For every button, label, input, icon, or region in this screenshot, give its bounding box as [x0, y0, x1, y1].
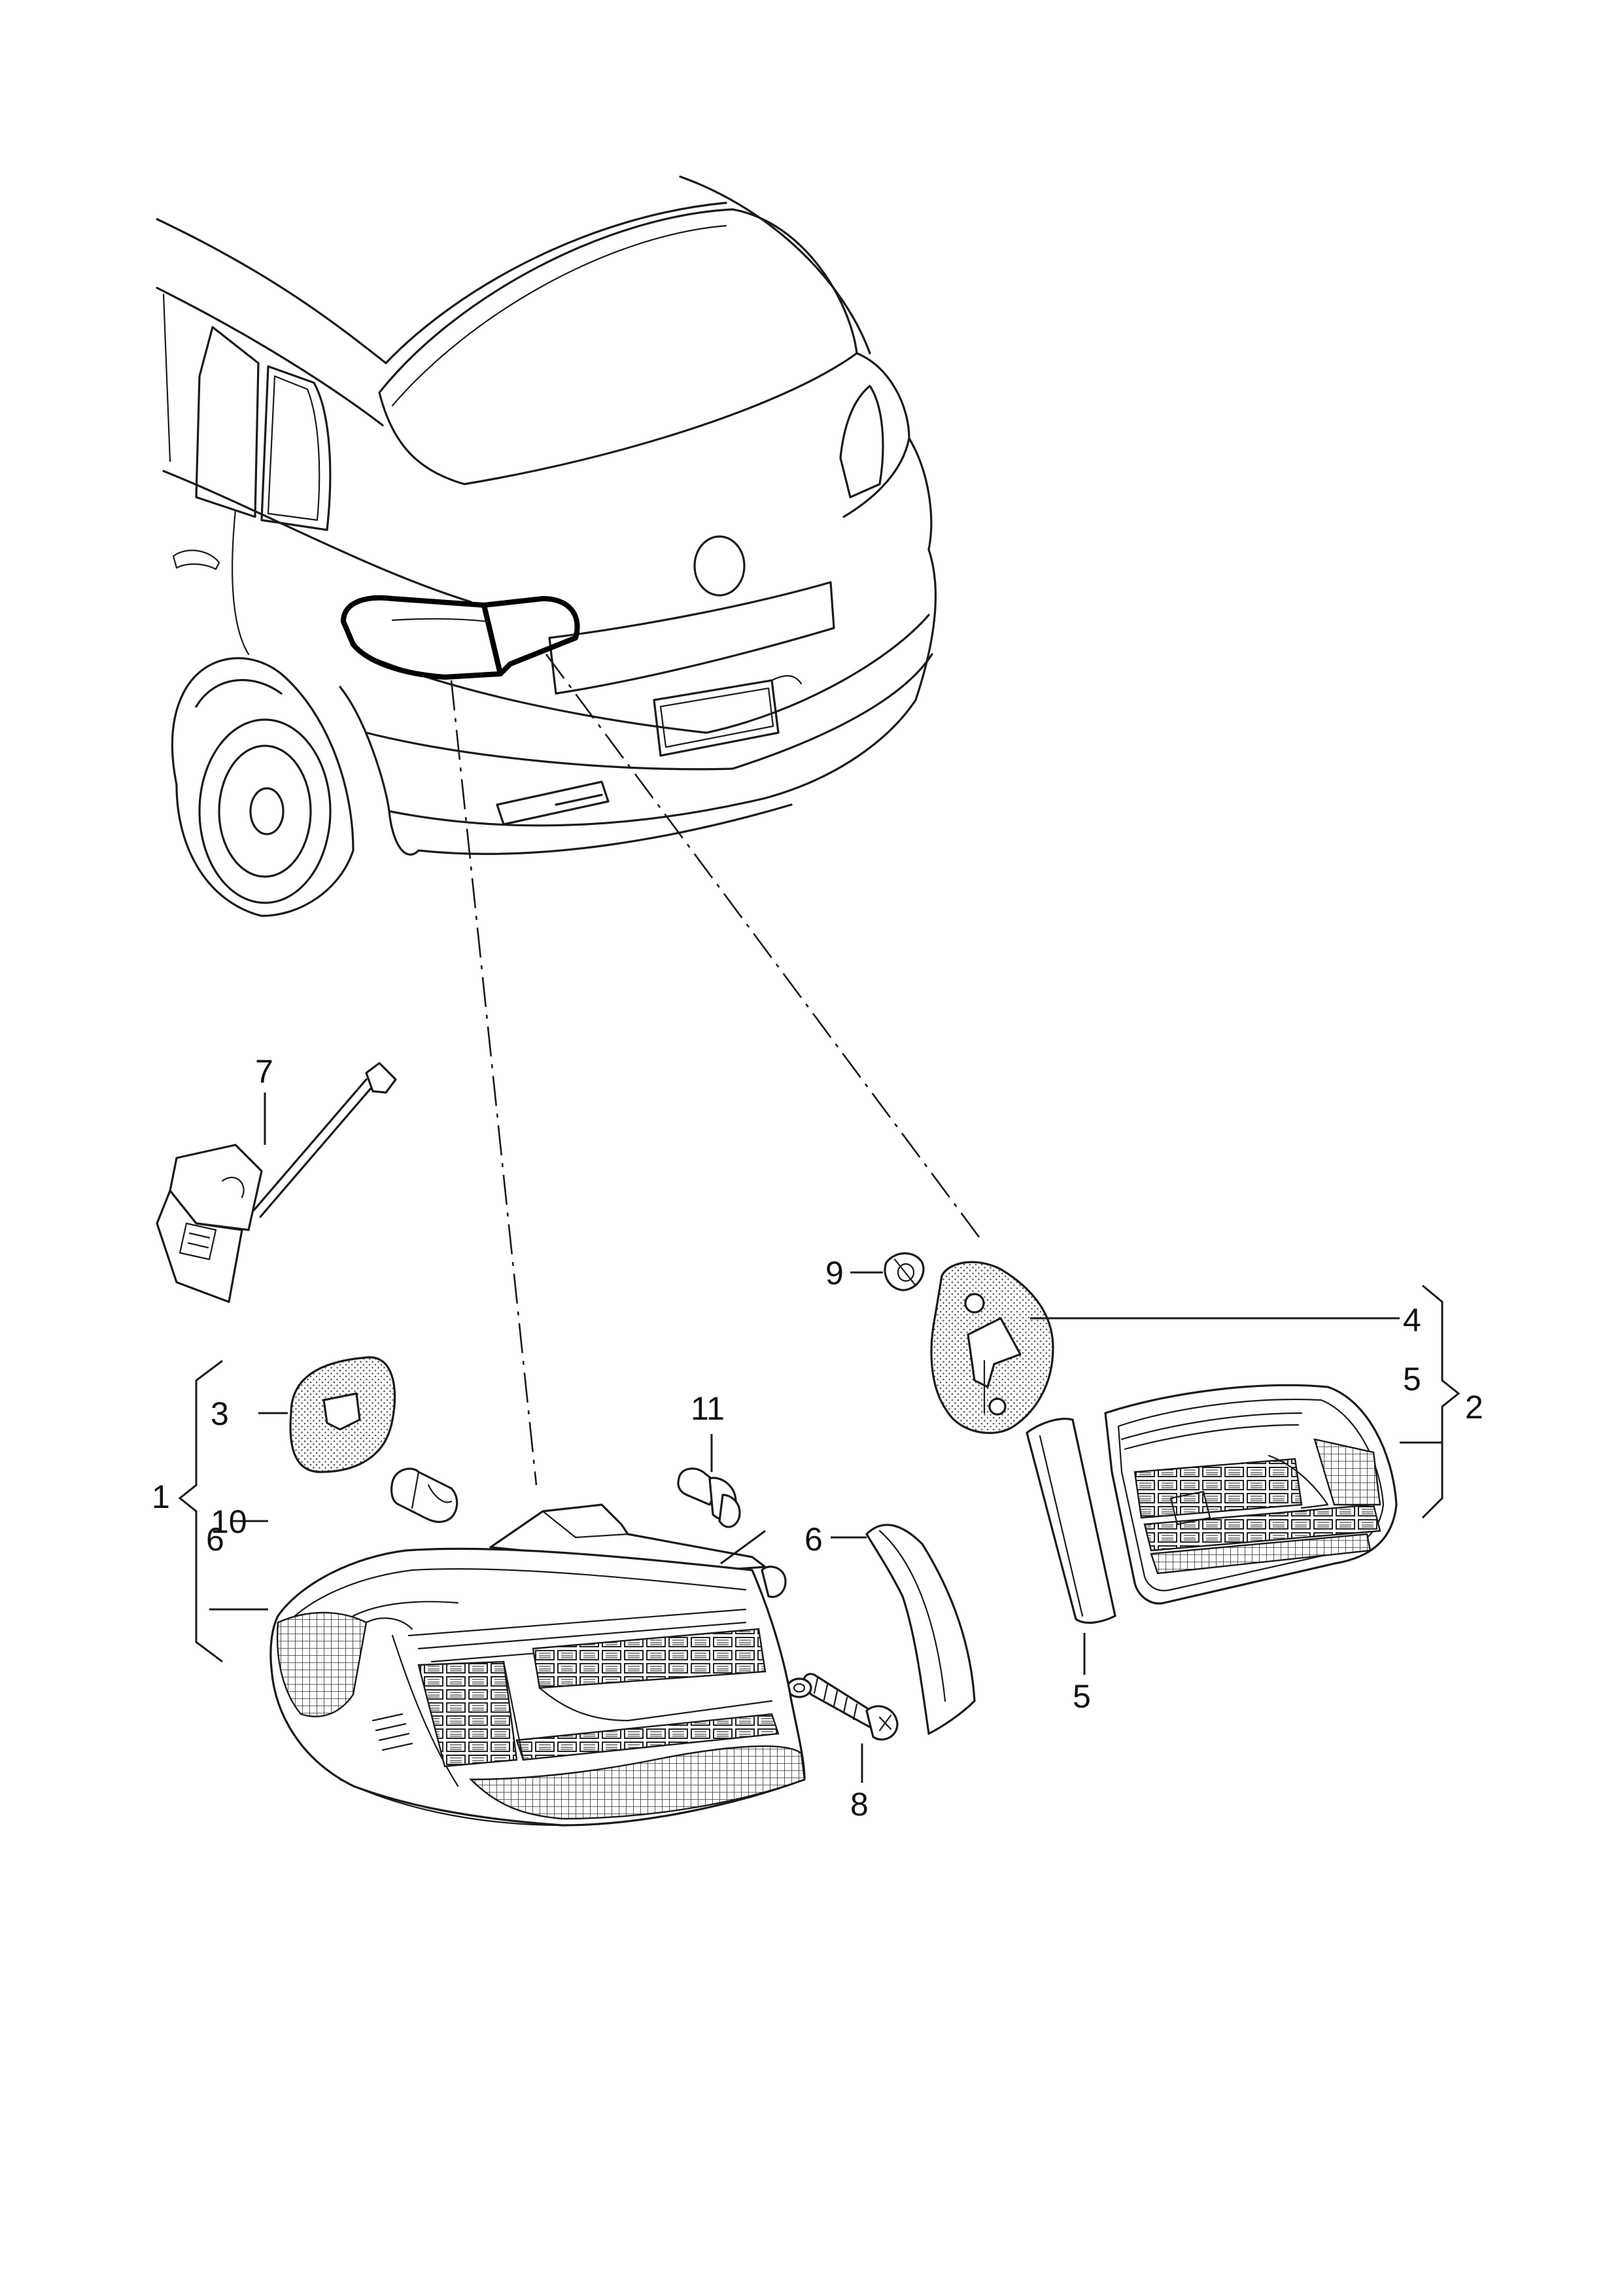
callout-9: 9	[825, 1255, 844, 1291]
callout-10: 10	[211, 1503, 247, 1540]
tail-lamp-outer	[269, 1503, 806, 1827]
callout-8: 8	[850, 1786, 869, 1823]
wiring-harness	[156, 1062, 397, 1303]
callout-3: 3	[211, 1395, 229, 1432]
callout-4: 4	[1403, 1302, 1421, 1339]
callout-6-trim: 6	[804, 1521, 823, 1558]
callout-5-bracket: 5	[1403, 1361, 1421, 1397]
callout-2: 2	[1465, 1389, 1483, 1426]
callout-6-bracket: 6	[206, 1521, 224, 1558]
trim-strip	[865, 1524, 976, 1735]
callout-1: 1	[152, 1479, 170, 1515]
callout-5-lens: 5	[1073, 1678, 1091, 1715]
callout-7: 7	[255, 1053, 273, 1090]
lens-strip	[1026, 1418, 1116, 1624]
nut	[884, 1252, 925, 1291]
gasket-right	[930, 1261, 1054, 1434]
callout-11: 11	[691, 1390, 725, 1427]
callout-labels: 1 2 3 4 5 5 6 6 7 8 9 10 11	[152, 1053, 1483, 1823]
assembly-lines	[450, 654, 982, 1486]
tail-lamp-inner	[1104, 1384, 1398, 1605]
vehicle-rear-view	[156, 175, 937, 917]
gasket-left	[289, 1356, 396, 1473]
screw	[803, 1673, 899, 1741]
callout-leaders	[178, 1093, 1460, 1783]
bulb	[390, 1467, 458, 1523]
bulb-holder	[677, 1467, 741, 1528]
